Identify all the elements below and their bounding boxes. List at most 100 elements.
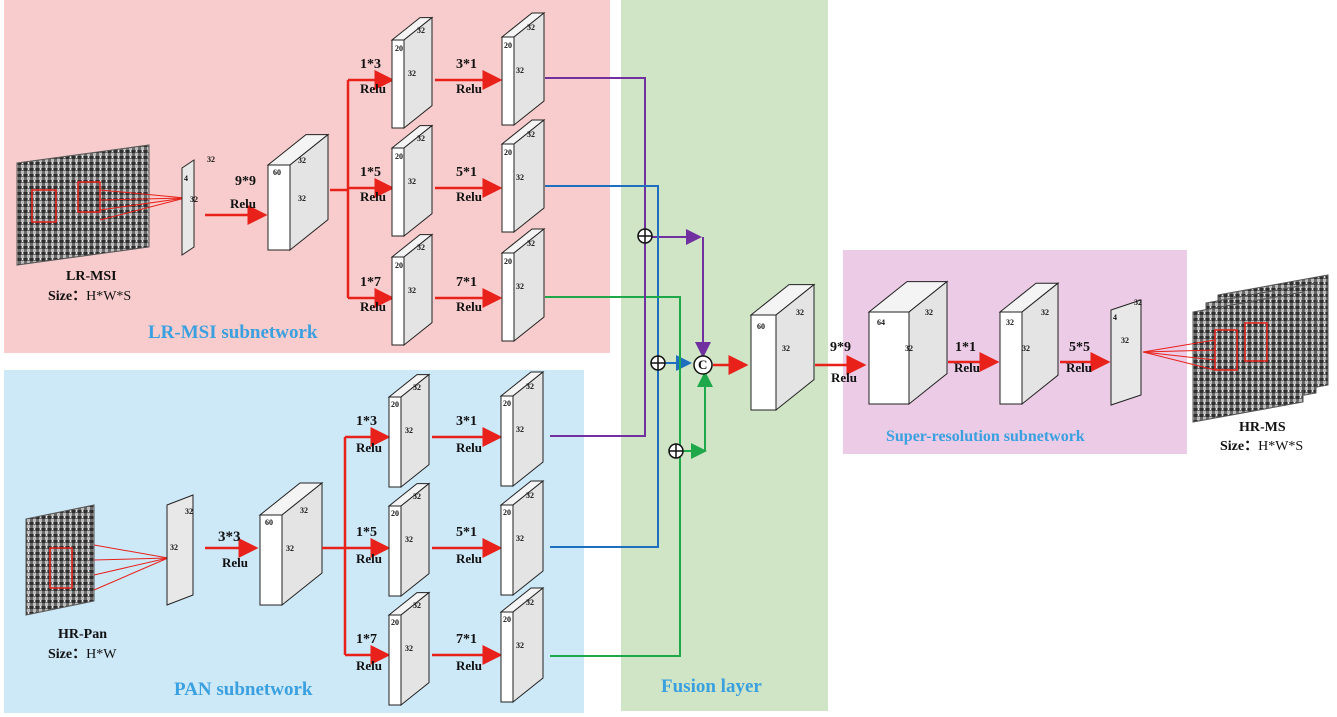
- pan-branch-mapB-width: 32: [526, 598, 534, 607]
- pan-branch-mapB-depth: 20: [503, 615, 511, 624]
- hr-ms-patch-ray: [1142, 351, 1216, 371]
- lr-branch-mapA-height: 32: [408, 286, 416, 295]
- sr-subnetwork-title: Super-resolution subnetwork: [886, 428, 1085, 445]
- lr-msi-caption: LR-MSI: [66, 269, 117, 284]
- sr-conv2-relu: Relu: [954, 360, 980, 375]
- pan-input-map: [166, 494, 194, 606]
- pan-input-map-width: 32: [170, 543, 178, 552]
- fusion-map-depth: 60: [757, 322, 765, 331]
- lr-msi-patch-ray: [99, 197, 186, 201]
- lr-branch-mapA-width: 32: [417, 243, 425, 252]
- sr-map2-depth: 32: [1006, 318, 1014, 327]
- pan-branch-mapB-front: [500, 504, 514, 596]
- lr-map1-depth: 60: [273, 168, 281, 177]
- sr-conv1-relu: Relu: [831, 370, 857, 385]
- lr-green-connector: [545, 296, 707, 459]
- lr-map1-width: 32: [298, 156, 306, 165]
- pan-branch-relu2: Relu: [456, 551, 482, 566]
- lr-input-map-depth: 4: [184, 174, 188, 183]
- lr-msi-patch-box-2: [77, 181, 101, 213]
- lr-branch-mapA-depth: 20: [395, 152, 403, 161]
- sr-map3-depth: 4: [1113, 313, 1117, 322]
- hr-ms-size-value: H*W*S: [1258, 439, 1304, 454]
- lr-branch-mapB-height: 32: [516, 282, 524, 291]
- fusion-concat-symbol: C: [698, 357, 708, 372]
- sr-map3-height: 32: [1121, 336, 1129, 345]
- lr-branch-kernel2: 3*1: [456, 57, 477, 72]
- lr-branch-kernel2: 5*1: [456, 165, 477, 180]
- pan-branch-relu1: Relu: [356, 551, 382, 566]
- hr-pan-caption: HR-Pan: [58, 627, 107, 642]
- sr-map2-height: 32: [1022, 344, 1030, 353]
- fusion-layer-title: Fusion layer: [661, 676, 762, 697]
- lr-branch-kernel2: 7*1: [456, 275, 477, 290]
- lr-branch-mapB-width: 32: [527, 239, 535, 248]
- lr-branch-relu2: Relu: [456, 189, 482, 204]
- pan-branch-mapA-height: 32: [405, 644, 413, 653]
- fusion-map-front: [750, 314, 777, 411]
- lr-input-map: [181, 159, 195, 256]
- pan-branch-relu1: Relu: [356, 440, 382, 455]
- lr-branch-mapA-depth: 20: [395, 44, 403, 53]
- pan-conv1-relu: Relu: [222, 555, 248, 570]
- pan-branch-mapA-front: [388, 505, 402, 597]
- hr-ms-image-front: [1192, 291, 1304, 423]
- lr-branch-mapB-depth: 20: [504, 148, 512, 157]
- lr-branch-relu1: Relu: [360, 81, 386, 96]
- sr-conv3-relu: Relu: [1066, 360, 1092, 375]
- hr-pan-patch-box: [49, 547, 73, 589]
- pan-input-map-height: 32: [185, 507, 193, 516]
- sr-map1-depth: 64: [877, 318, 885, 327]
- sr-conv3-kernel: 5*5: [1069, 340, 1090, 355]
- hr-ms-patch-ray: [1142, 351, 1216, 361]
- pan-branch-mapB-width: 32: [526, 382, 534, 391]
- pan-branch-mapA-front: [388, 396, 402, 488]
- pan-branch-mapB-front: [500, 611, 514, 703]
- lr-branch-relu1: Relu: [360, 299, 386, 314]
- sr-map3: [1110, 299, 1142, 406]
- sr-conv1-kernel: 9*9: [830, 340, 851, 355]
- pan-branch-kernel2: 3*1: [456, 414, 477, 429]
- hr-pan-patch-ray: [93, 557, 169, 591]
- lr-branch-mapB-depth: 20: [504, 41, 512, 50]
- lr-map1-height: 32: [298, 194, 306, 203]
- pan-branch-mapA-depth: 20: [391, 400, 399, 409]
- pan-branch-relu2: Relu: [456, 658, 482, 673]
- pan-map1-height: 32: [286, 544, 294, 553]
- lr-msi-size-value: H*W*S: [86, 289, 132, 304]
- pan-branch-mapB-front: [500, 395, 514, 487]
- lr-input-map-height: 32: [190, 195, 198, 204]
- pan-branch-mapA-height: 32: [405, 426, 413, 435]
- lr-branch-mapB-front: [501, 143, 515, 233]
- lr-branch-mapB-front: [501, 252, 515, 342]
- pan-branch-relu2: Relu: [456, 440, 482, 455]
- lr-msi-patch-box: [31, 189, 57, 223]
- lr-branch-mapA-height: 32: [408, 177, 416, 186]
- fusion-map-width: 32: [796, 308, 804, 317]
- pan-map1-depth: 60: [265, 518, 273, 527]
- pan-branch-mapA-front: [388, 614, 402, 706]
- sr-map3-width: 32: [1134, 298, 1142, 307]
- lr-branch-mapB-height: 32: [516, 66, 524, 75]
- lr-branch-mapA-depth: 20: [395, 261, 403, 270]
- pan-branch-mapB-depth: 20: [503, 508, 511, 517]
- lr-branch-mapB-front: [501, 36, 515, 126]
- lr-branch-mapB-height: 32: [516, 173, 524, 182]
- lr-branch-mapB-width: 32: [527, 23, 535, 32]
- lr-map1-front: [267, 164, 291, 251]
- pan-conv1-kernel: 3*3: [218, 529, 241, 545]
- lr-msi-patch-ray: [99, 197, 186, 221]
- sr-map2-front: [999, 311, 1023, 405]
- hr-ms-size-label: Size：: [1220, 439, 1259, 454]
- lr-branch-mapA-front: [391, 147, 405, 237]
- lr-msi-size-label: Size：: [48, 289, 87, 304]
- pan-branch-mapA-width: 32: [413, 383, 421, 392]
- hr-pan-patch-ray: [93, 544, 169, 559]
- sr-map1-width: 32: [925, 308, 933, 317]
- lr-branch-mapA-front: [391, 39, 405, 129]
- hr-pan-size-value: H*W: [86, 647, 117, 662]
- lr-branch-relu2: Relu: [456, 81, 482, 96]
- pan-branch-relu1: Relu: [356, 658, 382, 673]
- pan-branch-mapA-depth: 20: [391, 618, 399, 627]
